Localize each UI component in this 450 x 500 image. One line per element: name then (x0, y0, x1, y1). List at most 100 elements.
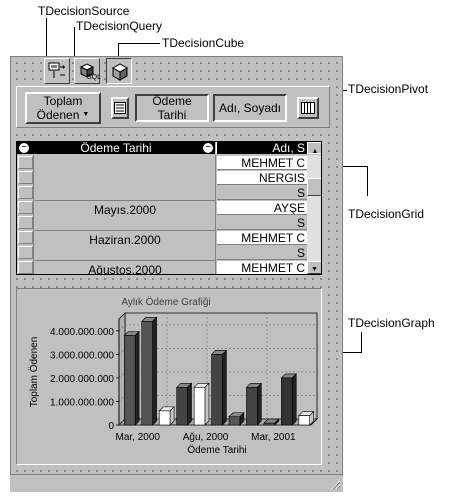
leader-line (118, 43, 160, 44)
callout-tdecisiongrid: TDecisionGrid (348, 207, 425, 221)
summary-button-line1: Toplam (43, 94, 83, 108)
bar (193, 387, 206, 426)
decision-source-component[interactable] (44, 58, 70, 84)
row-indicator-column (17, 155, 34, 274)
grid-row-header[interactable]: Mayıs.2000 (35, 201, 216, 231)
dimension-list-button[interactable] (111, 97, 129, 119)
grid-cell-text: MEHMET C (241, 156, 305, 170)
row-indicator[interactable] (18, 216, 33, 229)
bar (124, 335, 136, 426)
y-axis-label: Toplam Ödenen (28, 337, 40, 408)
collapse-icon[interactable]: − (19, 143, 29, 153)
grid-cell-text: S (296, 246, 305, 260)
row-indicator[interactable] (18, 171, 33, 184)
row-dimension-label: Ödeme Tarihi (152, 94, 192, 122)
chart-title: Aylık Ödeme Grafiği (121, 296, 210, 308)
pivot-toggle-button[interactable] (297, 97, 319, 119)
gridline (118, 395, 126, 402)
sql-label: SQL (87, 74, 102, 81)
grid-cell[interactable]: MEHMET C (217, 231, 307, 245)
grid-cell-text: S (296, 216, 305, 230)
row-indicator[interactable] (18, 201, 33, 214)
form-status-bar (10, 474, 343, 492)
callout-tdecisiongraph: TDecisionGraph (348, 316, 435, 330)
bar (158, 410, 171, 426)
grid-cell[interactable]: AYŞE (217, 201, 307, 215)
y-tick-label: 4.000.000.000 (50, 327, 114, 338)
grid-row-header[interactable]: Ağustos.2000 (35, 261, 216, 274)
grid-cell-text: MEHMET C (241, 231, 305, 245)
summary-button-line2-text: Ödenen (36, 108, 80, 122)
scroll-up-button[interactable]: ▲ (307, 142, 321, 155)
grid-cell-text: MEHMET C (241, 261, 305, 275)
bar (298, 415, 310, 426)
grid-cell[interactable]: S (217, 246, 307, 260)
x-tick-label: Mar, 2001 (251, 432, 296, 443)
leader-line (46, 18, 47, 58)
grid-row-header[interactable] (35, 155, 216, 201)
grid-cell-text: NERGIS (258, 171, 305, 185)
row-indicator[interactable] (18, 156, 33, 169)
x-axis-label: Ödeme Tarihi (187, 444, 246, 456)
row-indicator[interactable] (18, 246, 33, 259)
row-indicator[interactable] (18, 186, 33, 199)
row-dimension-button[interactable]: Ödeme Tarihi (135, 94, 209, 122)
bar (176, 387, 188, 426)
bar-side (291, 373, 297, 426)
chart-svg: Aylık Ödeme Grafiği01.000.000.0002.000.0… (28, 296, 318, 456)
bar (141, 321, 153, 426)
vertical-scrollbar-thumb[interactable] (307, 178, 321, 196)
y-tick-label: 0 (108, 421, 114, 432)
grid-cell-text: S (296, 186, 305, 200)
collapse-icon[interactable]: − (203, 143, 213, 153)
column-dimension-label: Adı, Soyadı (218, 101, 282, 115)
gridline (118, 324, 126, 331)
column-dimension-button[interactable]: Adı, Soyadı (213, 94, 287, 122)
grid-cell[interactable]: S (217, 186, 307, 200)
decision-pivot: Toplam Ödenen ▼ Ödeme Tarihi Adı, Soyadı (16, 86, 330, 128)
vertical-scrollbar-track[interactable] (307, 155, 321, 261)
grid-cell[interactable]: NERGIS (217, 171, 307, 185)
row-indicator[interactable] (18, 231, 33, 244)
decision-cube-component[interactable] (106, 58, 132, 84)
decision-query-icon (79, 63, 95, 78)
callout-tdecisionquery: TDecisionQuery (76, 19, 163, 33)
decision-query-component[interactable]: SQL (74, 58, 102, 84)
leader-line (367, 166, 368, 196)
leader-line (361, 332, 362, 353)
grid-row-header[interactable]: Haziran.2000 (35, 231, 216, 261)
resize-grip-icon[interactable] (329, 478, 341, 490)
scroll-down-button[interactable]: ▼ (307, 261, 321, 274)
x-tick-label: Ağu, 2000 (183, 432, 229, 443)
bar-side (134, 330, 140, 426)
callout-tdecisioncube: TDecisionCube (162, 36, 245, 50)
bar (228, 416, 241, 426)
grid-header-row-dim[interactable]: − Ödeme Tarihi − (17, 142, 215, 154)
bar (246, 387, 258, 426)
dropdown-arrow-icon: ▼ (82, 111, 90, 118)
columns-icon (301, 102, 315, 114)
bar-side (204, 382, 210, 426)
callout-tdecisionpivot: TDecisionPivot (348, 82, 429, 96)
grid-cell[interactable]: S (217, 216, 307, 230)
list-icon (114, 102, 126, 114)
grid-header-left-label: Ödeme Tarihi (80, 141, 152, 155)
decision-source-icon (48, 62, 65, 78)
y-tick-label: 2.000.000.000 (50, 374, 114, 385)
grid-header-col-dim[interactable]: Adı, S (216, 142, 307, 154)
bar-side (152, 316, 157, 426)
gridline (118, 371, 126, 379)
bar-side (187, 382, 192, 426)
leader-line (118, 43, 119, 58)
arrow-up-icon: ▲ (311, 148, 319, 155)
grid-cell[interactable]: MEHMET C (217, 261, 307, 275)
bar (263, 422, 276, 426)
decision-cube-icon (111, 63, 129, 81)
bar-side (222, 349, 227, 426)
grid-cell[interactable]: MEHMET C (217, 156, 307, 170)
callout-tdecisionsource: TDecisionSource (38, 4, 130, 18)
summary-dropdown-button[interactable]: Toplam Ödenen ▼ (25, 92, 101, 124)
bar (211, 354, 223, 426)
row-indicator[interactable] (18, 261, 33, 274)
